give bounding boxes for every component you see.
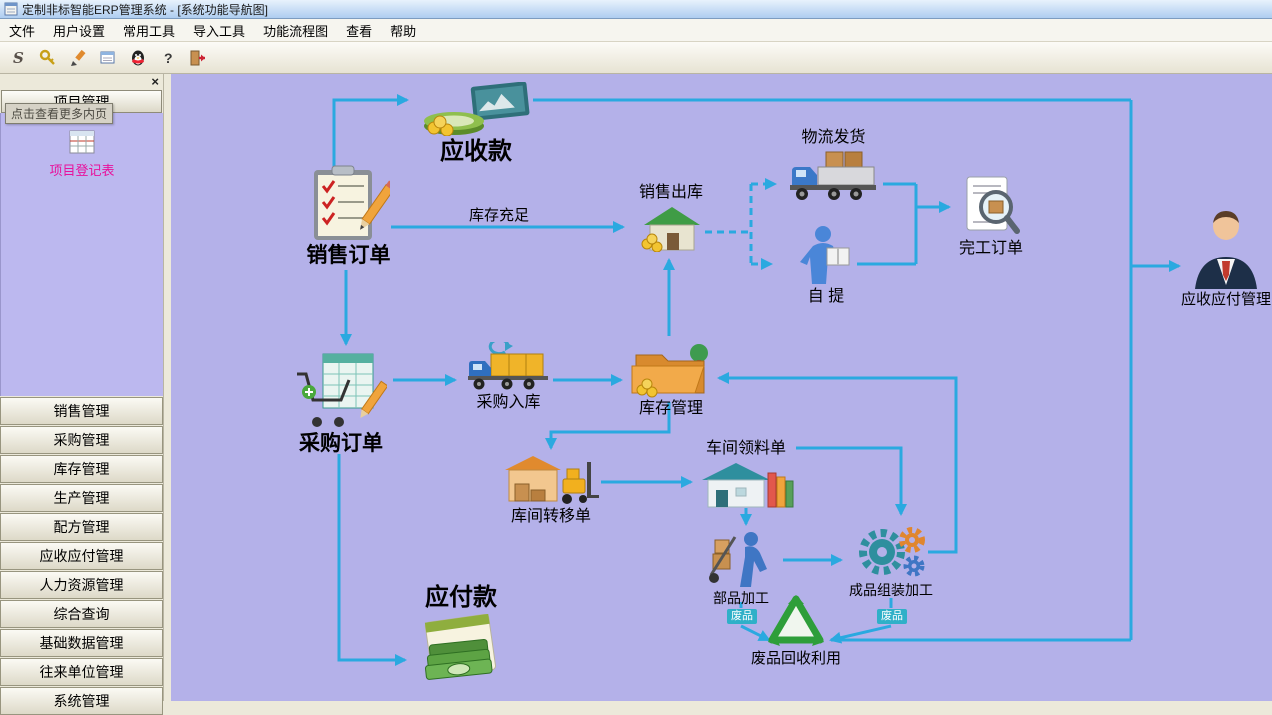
handtruck-worker-icon <box>709 532 767 587</box>
node-label: 库间转移单 <box>510 508 591 525</box>
workshop-house-icon <box>702 463 794 508</box>
menu-flowchart[interactable]: 功能流程图 <box>263 23 329 39</box>
menu-bar: 文件 用户设置 常用工具 导入工具 功能流程图 查看 帮助 <box>0 19 1272 42</box>
cash-notes-icon <box>424 613 497 680</box>
menu-view[interactable]: 查看 <box>346 23 373 39</box>
node-label: 销售订单 <box>306 244 391 267</box>
style-tool-button[interactable]: S <box>4 44 32 71</box>
node-payable[interactable]: 应付款 <box>411 584 511 688</box>
node-label: 成品组装加工 <box>849 582 933 598</box>
magnifier-document-icon <box>966 176 1020 234</box>
node-label: 应收应付管理 <box>1180 291 1271 308</box>
main-content: × 项目管理 点击查看更多内页 项目登记表 销售管理 采购管理 库存管理 生产管… <box>0 74 1272 715</box>
node-receivable[interactable]: 应收款 <box>416 82 536 166</box>
gears-icon <box>859 527 925 577</box>
menu-help[interactable]: 帮助 <box>390 23 417 39</box>
node-label: 应付款 <box>425 584 497 611</box>
sidebar-section-inventory-mgmt[interactable]: 库存管理 <box>0 455 163 483</box>
sidebar-section-sales-mgmt[interactable]: 销售管理 <box>0 397 163 425</box>
menu-user-settings[interactable]: 用户设置 <box>53 23 106 39</box>
money-coins-icon <box>424 82 530 136</box>
sidebar-section-system-mgmt[interactable]: 系统管理 <box>0 687 163 715</box>
sidebar-item-label: 项目登记表 <box>49 163 115 178</box>
clipboard-icon <box>313 165 390 240</box>
password-key-tool-button[interactable] <box>34 44 62 71</box>
node-inventory-management[interactable]: 库存管理 <box>626 340 716 418</box>
inbound-truck-icon <box>467 342 548 390</box>
sidebar-gutter <box>164 74 171 701</box>
node-assembly-processing[interactable]: 成品组装加工 <box>846 522 936 598</box>
sidebar-tooltip: 点击查看更多内页 <box>5 103 114 124</box>
node-label: 采购入库 <box>476 394 541 411</box>
node-label: 采购订单 <box>299 432 383 455</box>
folder-inventory-icon <box>631 344 708 398</box>
sidebar-section-formula-mgmt[interactable]: 配方管理 <box>0 513 163 541</box>
window-title: 定制非标智能ERP管理系统 - [系统功能导航图] <box>22 2 269 17</box>
node-label: 应收款 <box>440 138 512 165</box>
node-purchase-order[interactable]: 采购订单 <box>291 352 391 456</box>
sidebar-item-project-register[interactable]: 项目登记表 <box>49 129 115 179</box>
menu-import-tools[interactable]: 导入工具 <box>193 23 246 39</box>
sidebar-sections: 销售管理 采购管理 库存管理 生产管理 配方管理 应收应付管理 人力资源管理 综… <box>0 396 163 715</box>
sidebar-section-base-data-mgmt[interactable]: 基础数据管理 <box>0 629 163 657</box>
recycle-icon <box>768 595 824 646</box>
svg-text:?: ? <box>164 50 173 66</box>
node-self-pickup[interactable]: 自 提 <box>791 224 861 306</box>
app-icon <box>4 2 18 16</box>
form-grid-icon <box>69 130 95 154</box>
node-workshop-requisition[interactable]: 车间领料单 <box>696 440 796 508</box>
sidebar-section-production-mgmt[interactable]: 生产管理 <box>0 484 163 512</box>
help-tool-button[interactable]: ? <box>154 44 182 71</box>
person-carrying-box-icon <box>800 226 850 284</box>
businessman-icon <box>1195 211 1257 289</box>
node-label: 废品回收利用 <box>750 650 841 667</box>
title-bar: 定制非标智能ERP管理系统 - [系统功能导航图] <box>0 0 1272 19</box>
sidebar-project-panel: 项目登记表 <box>0 113 163 396</box>
node-parts-processing[interactable]: 部品加工 <box>701 528 781 606</box>
delivery-truck-icon <box>789 151 876 201</box>
edge-label-stock-sufficient: 库存充足 <box>469 207 530 224</box>
node-label: 库存管理 <box>638 400 703 417</box>
node-ar-ap-management[interactable]: 应收应付管理 <box>1179 209 1272 308</box>
menu-file[interactable]: 文件 <box>9 23 36 39</box>
node-recycling[interactable]: 废品回收利用 <box>746 594 846 667</box>
sidebar-section-ar-ap-mgmt[interactable]: 应收应付管理 <box>0 542 163 570</box>
node-label: 销售出库 <box>638 184 703 201</box>
exit-tool-button[interactable] <box>184 44 212 71</box>
sidebar-section-purchase-mgmt[interactable]: 采购管理 <box>0 426 163 454</box>
node-warehouse-transfer[interactable]: 库间转移单 <box>501 454 601 526</box>
forklift-warehouse-icon <box>505 456 599 504</box>
node-purchase-inbound[interactable]: 采购入库 <box>461 342 556 412</box>
flowchart-canvas: 应收款 <box>171 74 1272 701</box>
node-logistics[interactable]: 物流发货 <box>781 129 886 201</box>
menu-common-tools[interactable]: 常用工具 <box>123 23 176 39</box>
window-tool-button[interactable] <box>94 44 122 71</box>
toolbar: S ? <box>0 42 1272 74</box>
node-completed-order[interactable]: 完工订单 <box>956 174 1026 258</box>
sidebar-section-hr-mgmt[interactable]: 人力资源管理 <box>0 571 163 599</box>
node-label: 物流发货 <box>801 129 866 146</box>
sidebar: × 项目管理 点击查看更多内页 项目登记表 销售管理 采购管理 库存管理 生产管… <box>0 74 164 715</box>
scrap-badge-left: 废品 <box>727 609 757 624</box>
sidebar-section-partners-mgmt[interactable]: 往来单位管理 <box>0 658 163 686</box>
shopping-cart-sheet-icon <box>297 353 387 427</box>
node-label: 车间领料单 <box>705 440 786 457</box>
node-label: 部品加工 <box>713 590 769 606</box>
node-label: 完工订单 <box>958 240 1023 257</box>
svg-text:S: S <box>13 49 24 67</box>
node-sales-order[interactable]: 销售订单 <box>301 164 396 268</box>
node-sales-outbound[interactable]: 销售出库 <box>626 184 716 253</box>
scrap-badge-right: 废品 <box>877 609 907 624</box>
edit-pen-tool-button[interactable] <box>64 44 92 71</box>
sidebar-section-query[interactable]: 综合查询 <box>0 600 163 628</box>
node-label: 自 提 <box>807 288 845 305</box>
qq-messenger-tool-button[interactable] <box>124 44 152 71</box>
sidebar-close-icon[interactable]: × <box>151 74 159 89</box>
warehouse-coins-icon <box>641 207 700 253</box>
flow-arrows <box>332 94 1181 666</box>
sidebar-top-strip: × <box>0 74 163 90</box>
